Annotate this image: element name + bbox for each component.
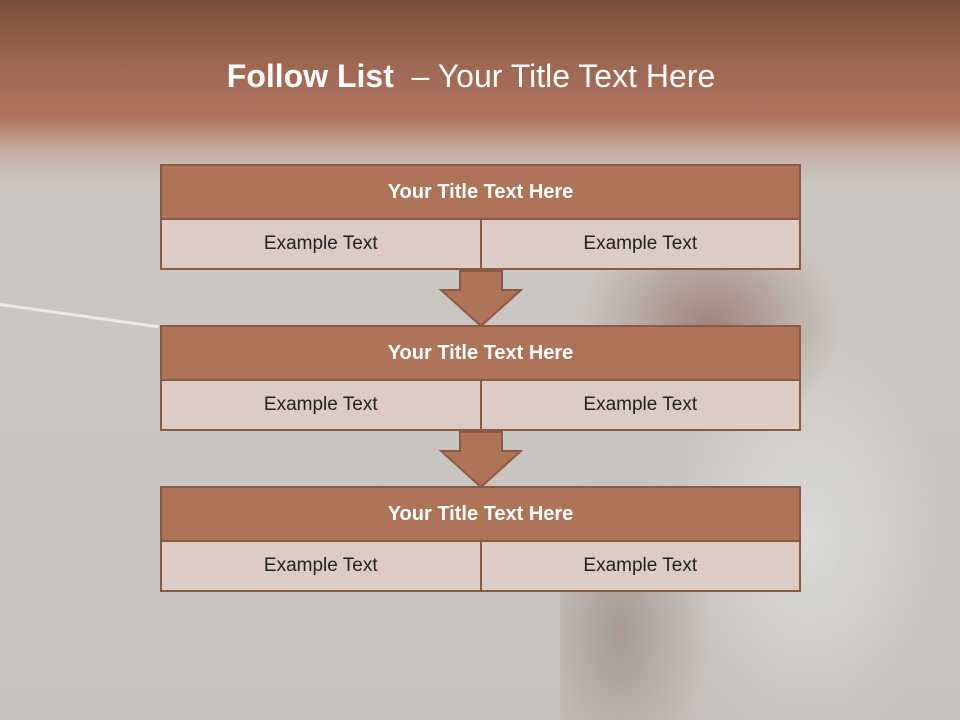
block-row: Example Text Example Text (160, 381, 801, 431)
list-block-2: Your Title Text Here Example Text Exampl… (160, 325, 801, 431)
block-cell-right: Example Text (479, 220, 800, 268)
block-cell-right: Example Text (479, 381, 800, 429)
slide-title-rest: – Your Title Text Here (411, 58, 716, 94)
slide-title: Follow List – Your Title Text Here (0, 56, 942, 96)
block-title: Your Title Text Here (160, 486, 801, 542)
block-cell-left: Example Text (263, 394, 378, 415)
block-cell-left: Example Text (263, 555, 378, 576)
list-block-3: Your Title Text Here Example Text Exampl… (160, 486, 801, 592)
block-title: Your Title Text Here (160, 164, 801, 220)
slide-title-bold: Follow List (226, 58, 394, 94)
block-row: Example Text Example Text (160, 220, 801, 270)
down-arrow-icon (439, 270, 523, 328)
down-arrow-icon (439, 431, 523, 489)
block-row: Example Text Example Text (160, 542, 801, 592)
block-cell-right: Example Text (479, 542, 800, 590)
block-cell-left: Example Text (263, 233, 378, 254)
block-title: Your Title Text Here (160, 325, 801, 381)
list-block-1: Your Title Text Here Example Text Exampl… (160, 164, 801, 270)
